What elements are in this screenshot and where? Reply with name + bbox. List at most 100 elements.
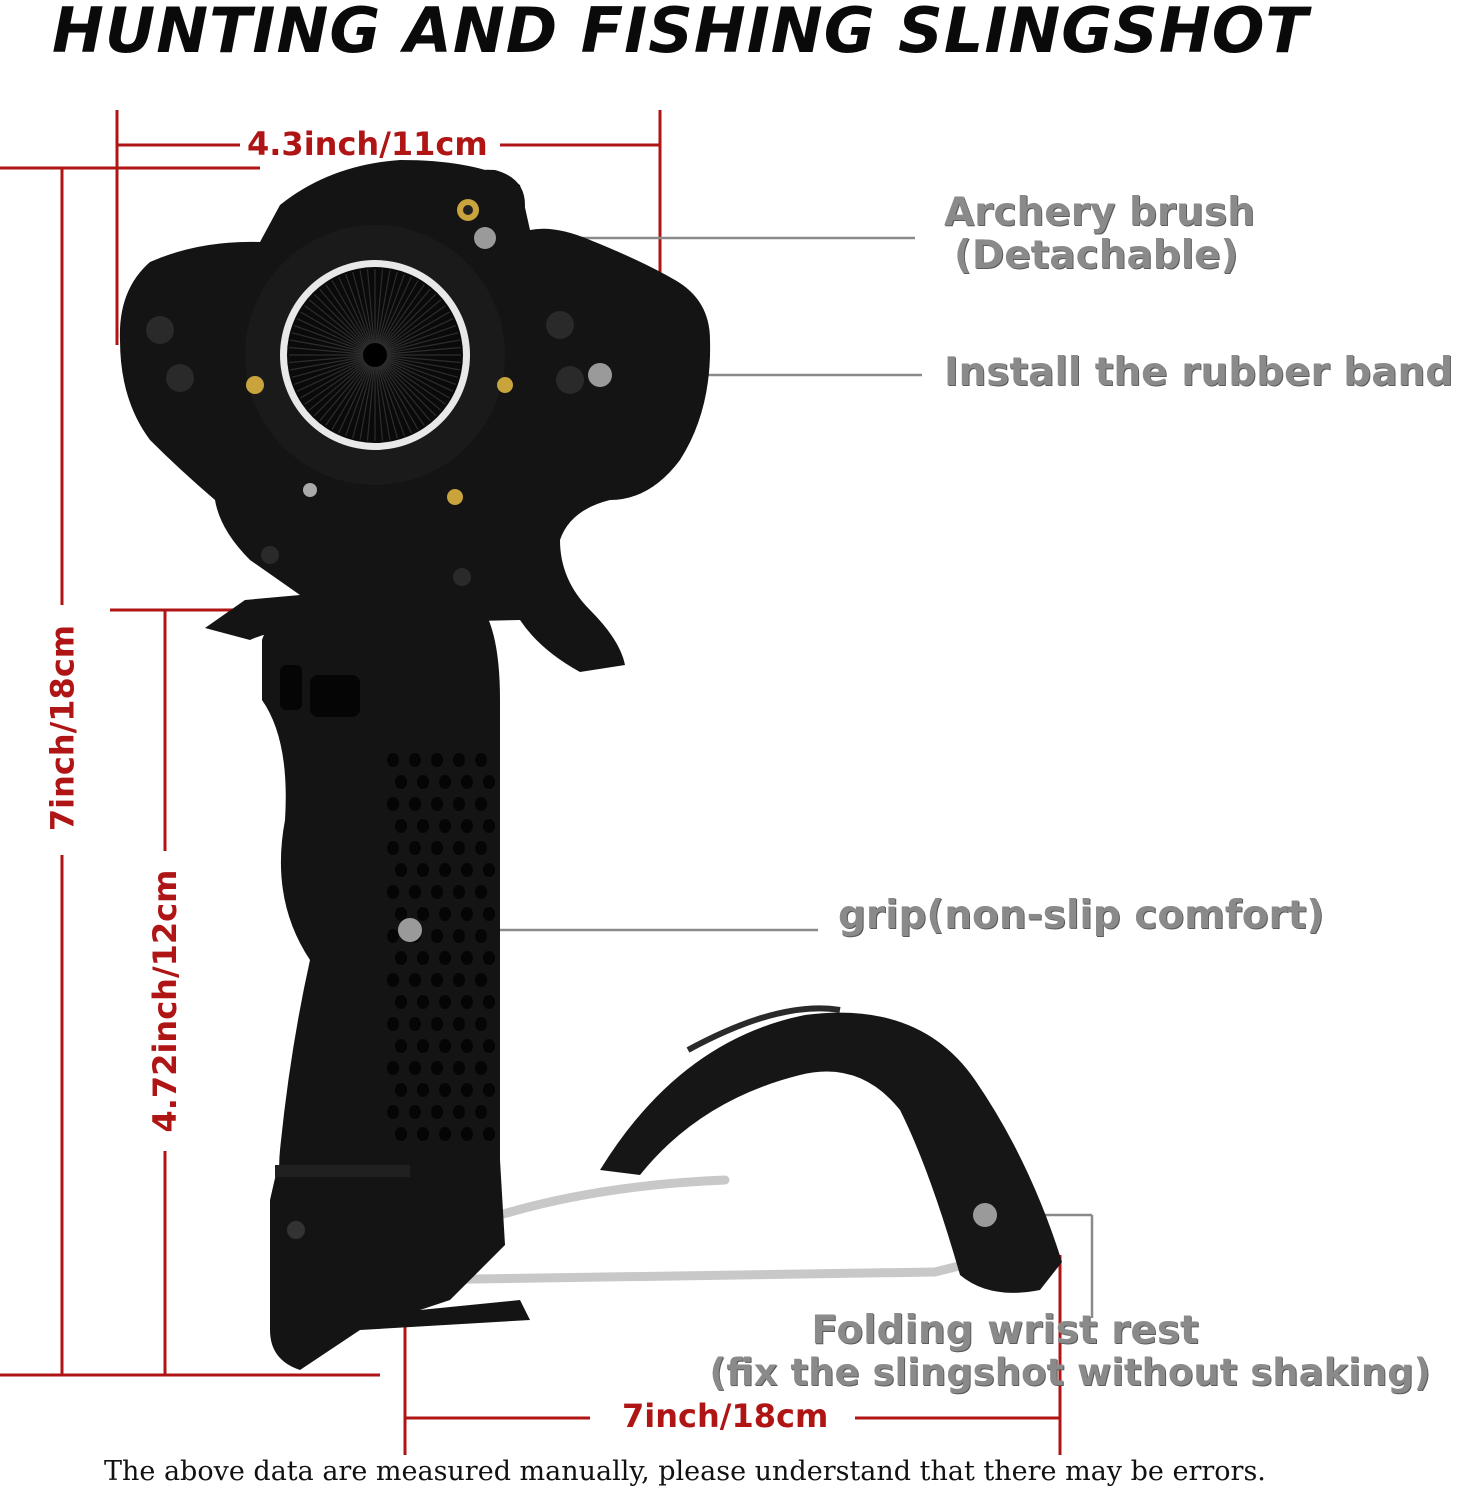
brush-bristle (319, 288, 376, 356)
brush-bristle (313, 354, 376, 417)
brush-bristle (296, 318, 376, 356)
brush-bristle (374, 354, 457, 385)
grip-dot (409, 1017, 421, 1031)
grip-dot (395, 951, 407, 965)
frame-holes (146, 311, 584, 586)
grip-dot (483, 819, 495, 833)
brush-bristle (374, 270, 391, 356)
grip-dot (439, 819, 451, 833)
grip-dot (409, 841, 421, 855)
grip-dot (431, 753, 443, 767)
callout-wrist-rest-subtitle: (fix the slingshot without shaking) (709, 1350, 1431, 1394)
grip-dot (483, 863, 495, 877)
callout-archery-brush-subtitle: (Detachable) (954, 232, 1239, 278)
brush-bristle (374, 332, 459, 356)
grip-dot (439, 1039, 451, 1053)
grip-dot (431, 885, 443, 899)
grip-dot (417, 1083, 429, 1097)
grip-dot (475, 1061, 487, 1075)
brush-bristle (374, 354, 419, 430)
dimension-top-width: 4.3inch/11cm (247, 125, 488, 163)
grip-dot (439, 1127, 451, 1141)
grip-dot (395, 775, 407, 789)
grip-dot (409, 753, 421, 767)
grip-base (270, 1160, 530, 1370)
brush-bristle (338, 276, 376, 356)
grip-dot (461, 819, 473, 833)
grip-dot (431, 797, 443, 811)
grip-dot (475, 885, 487, 899)
brush-bristle (374, 354, 412, 434)
callout-archery-brush: Archery brush (Detachable) (944, 190, 1255, 278)
grip-dot (439, 951, 451, 965)
brush-bristle (300, 311, 376, 356)
brush-bristle (374, 305, 446, 356)
brush-bristle (359, 270, 376, 356)
grip-dot (395, 863, 407, 877)
grip-dot (475, 929, 487, 943)
brush-bristle (374, 354, 446, 405)
grip-dot (461, 863, 473, 877)
dimension-bottom-length: 7inch/18cm (622, 1397, 829, 1435)
grip-dot (475, 1105, 487, 1119)
brush-bristle (374, 354, 384, 441)
brush-bristle (338, 354, 376, 434)
brush-bristle (300, 354, 376, 399)
archery-brush (245, 225, 513, 505)
grip-dot (453, 1061, 465, 1075)
callout-grip: grip(non-slip comfort) (838, 893, 1325, 938)
brush-bristle (293, 354, 376, 385)
grip-dot (431, 1061, 443, 1075)
grip-dot (431, 1105, 443, 1119)
brush-bristle (308, 299, 376, 356)
brush-bristle (374, 276, 412, 356)
grip-dot (387, 973, 399, 987)
grip-dot (439, 775, 451, 789)
grip-dot (483, 1127, 495, 1141)
grip-dot (387, 841, 399, 855)
brush-bristle (374, 354, 425, 426)
grip-dot (483, 951, 495, 965)
brush-bristle (304, 354, 376, 405)
brush-bristle (290, 354, 376, 371)
grip-dot (409, 1061, 421, 1075)
grip-holes (280, 665, 360, 717)
brush-bristle (374, 354, 442, 411)
brush-bristle (331, 354, 376, 430)
grip-dot (387, 885, 399, 899)
grip-dot (409, 973, 421, 987)
grip-dot (395, 1083, 407, 1097)
brush-bristle (304, 305, 376, 356)
grip-dot (461, 907, 473, 921)
grip-dot (395, 819, 407, 833)
grip-dot (417, 951, 429, 965)
grip-dot (475, 797, 487, 811)
brush-bristle (374, 354, 454, 392)
grip-dot (409, 885, 421, 899)
grip-dot (409, 797, 421, 811)
grip-dot (475, 841, 487, 855)
grip-dot (461, 1083, 473, 1097)
grip-dot (461, 1127, 473, 1141)
grip-dot (439, 907, 451, 921)
grip-dot (453, 929, 465, 943)
brush-bristle (313, 293, 376, 356)
brush-bristle (293, 325, 376, 356)
brush-bristle (374, 325, 457, 356)
brush-bristle (374, 299, 442, 356)
brush-bristle (374, 354, 398, 439)
brush-bristle (374, 354, 450, 399)
footnote: The above data are measured manually, pl… (104, 1456, 1266, 1487)
callout-archery-brush-title: Archery brush (944, 190, 1255, 235)
brush-bristle (374, 354, 437, 417)
brush-bristle (308, 354, 376, 411)
grip-dot (475, 1017, 487, 1031)
grip-dot (387, 1017, 399, 1031)
grip-dot (395, 907, 407, 921)
grip-dot (417, 1039, 429, 1053)
grip-dot (475, 973, 487, 987)
grip-dot (453, 841, 465, 855)
grip-dot (483, 907, 495, 921)
brush-bristle (374, 354, 459, 378)
grip-dot (453, 885, 465, 899)
